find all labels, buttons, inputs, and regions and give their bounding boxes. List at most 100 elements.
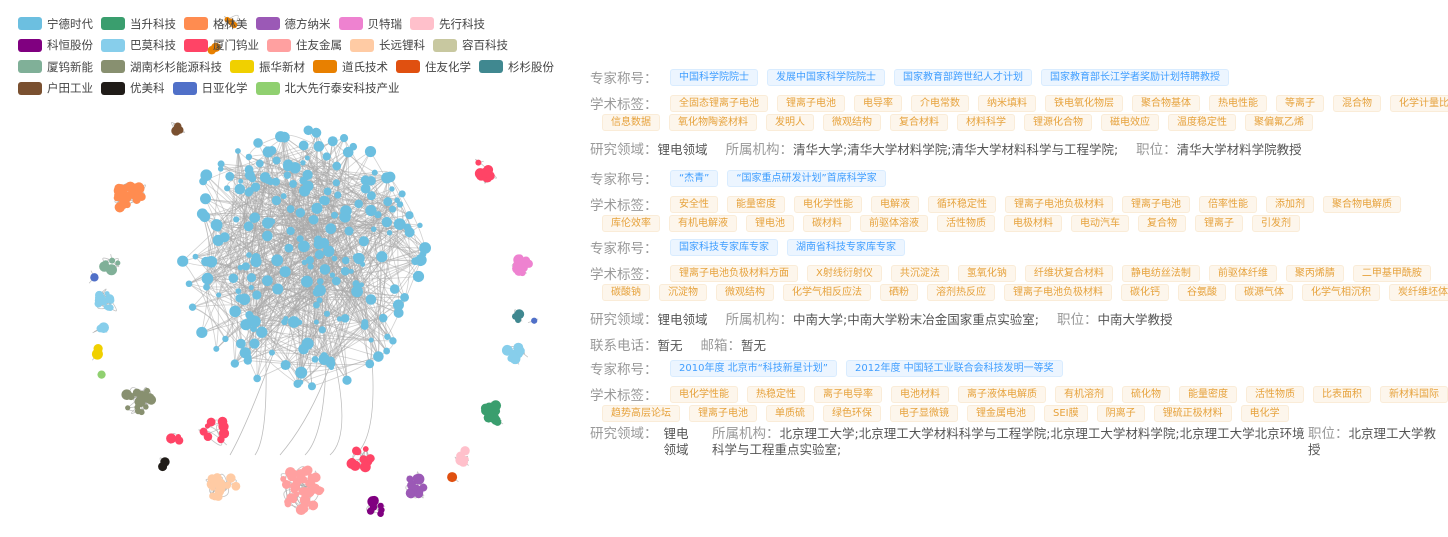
academic-tag[interactable]: 能量密度: [1179, 385, 1237, 403]
graph-node[interactable]: [298, 240, 310, 253]
academic-tag[interactable]: 离子液体电解质: [958, 385, 1046, 403]
graph-node[interactable]: [246, 252, 252, 258]
title-tag[interactable]: 国家教育部跨世纪人才计划: [894, 68, 1032, 86]
graph-node[interactable]: [381, 172, 393, 184]
graph-node[interactable]: [280, 476, 287, 483]
graph-node[interactable]: [348, 268, 354, 274]
graph-node[interactable]: [302, 180, 314, 192]
academic-tag[interactable]: 电子显微镜: [890, 404, 958, 422]
graph-node[interactable]: [334, 191, 342, 199]
graph-node[interactable]: [268, 218, 276, 226]
graph-node[interactable]: [262, 230, 273, 242]
academic-tag[interactable]: 微观结构: [716, 283, 774, 301]
legend-item[interactable]: 贝特瑞: [338, 16, 402, 32]
graph-node[interactable]: [327, 136, 338, 147]
graph-node[interactable]: [323, 310, 331, 317]
title-tag[interactable]: 发展中国家科学院院士: [767, 68, 885, 86]
graph-node[interactable]: [262, 275, 273, 287]
graph-node[interactable]: [366, 175, 376, 186]
graph-node[interactable]: [206, 417, 216, 427]
graph-node[interactable]: [207, 46, 217, 55]
graph-node[interactable]: [234, 183, 246, 195]
academic-tag[interactable]: 聚丙烯腈: [1285, 264, 1344, 282]
graph-node[interactable]: [196, 326, 208, 339]
graph-node[interactable]: [271, 254, 284, 267]
academic-tag[interactable]: 全固态锂离子电池: [670, 94, 768, 112]
academic-tag[interactable]: 聚合物基体: [1132, 94, 1200, 112]
legend-item[interactable]: 容百科技: [433, 37, 508, 53]
graph-node[interactable]: [416, 488, 424, 496]
graph-node[interactable]: [407, 480, 416, 490]
academic-tag[interactable]: X射线衍射仪: [807, 264, 882, 282]
graph-node[interactable]: [339, 134, 349, 143]
graph-node[interactable]: [327, 356, 335, 365]
graph-node[interactable]: [331, 255, 338, 262]
graph-node[interactable]: [217, 160, 225, 168]
academic-tag[interactable]: 安全性: [670, 195, 718, 213]
graph-node[interactable]: [419, 242, 432, 254]
graph-node[interactable]: [376, 251, 388, 263]
legend-item[interactable]: 日亚化学: [172, 80, 248, 96]
graph-node[interactable]: [158, 462, 168, 472]
graph-node[interactable]: [352, 253, 362, 262]
graph-node[interactable]: [142, 392, 149, 399]
graph-node[interactable]: [389, 337, 397, 345]
graph-node[interactable]: [272, 156, 281, 165]
graph-node[interactable]: [235, 294, 244, 303]
academic-tag[interactable]: SEI膜: [1044, 404, 1088, 422]
graph-node[interactable]: [177, 255, 189, 267]
academic-tag[interactable]: 阴离子: [1096, 404, 1145, 422]
graph-node[interactable]: [244, 353, 252, 362]
academic-tag[interactable]: 前驱体纤维: [1208, 264, 1277, 282]
graph-node[interactable]: [315, 474, 321, 480]
graph-node[interactable]: [516, 254, 524, 262]
graph-node[interactable]: [521, 256, 531, 265]
academic-tag[interactable]: 纳米填料: [978, 94, 1036, 112]
graph-node[interactable]: [370, 226, 377, 232]
graph-node[interactable]: [248, 284, 254, 291]
graph-node[interactable]: [371, 169, 378, 176]
graph-node[interactable]: [340, 266, 350, 276]
title-tag[interactable]: “杰青”: [670, 169, 719, 187]
graph-node[interactable]: [225, 171, 235, 181]
graph-node[interactable]: [378, 313, 388, 323]
graph-node[interactable]: [134, 407, 142, 415]
graph-node[interactable]: [228, 273, 239, 284]
graph-node[interactable]: [313, 319, 319, 325]
legend-item[interactable]: 科恒股份: [18, 37, 93, 53]
academic-tag[interactable]: 材料科学: [957, 113, 1015, 131]
graph-node[interactable]: [249, 338, 260, 349]
graph-node[interactable]: [365, 204, 377, 217]
graph-node[interactable]: [300, 505, 309, 513]
graph-node[interactable]: [283, 171, 291, 179]
graph-node[interactable]: [272, 283, 284, 295]
graph-node[interactable]: [109, 257, 116, 264]
academic-tag[interactable]: 聚偏氟乙烯: [1245, 113, 1313, 131]
graph-node[interactable]: [237, 264, 244, 271]
graph-node[interactable]: [358, 236, 369, 247]
academic-tag[interactable]: 碳材料: [803, 214, 851, 232]
graph-node[interactable]: [309, 500, 319, 510]
graph-node[interactable]: [105, 264, 117, 276]
academic-tag[interactable]: 电极材料: [1004, 214, 1062, 232]
academic-tag[interactable]: 有机溶剂: [1055, 385, 1113, 403]
graph-node[interactable]: [298, 140, 309, 151]
graph-node[interactable]: [308, 480, 316, 488]
legend-item[interactable]: 道氏技术: [313, 59, 388, 75]
graph-node[interactable]: [226, 473, 236, 483]
graph-node[interactable]: [342, 146, 354, 158]
graph-node[interactable]: [95, 290, 104, 300]
title-tag[interactable]: 2012年度 中国轻工业联合会科技发明一等奖: [846, 359, 1063, 377]
graph-node[interactable]: [460, 446, 470, 456]
graph-node[interactable]: [243, 221, 254, 232]
graph-node[interactable]: [511, 313, 519, 320]
graph-node[interactable]: [240, 319, 252, 331]
graph-node[interactable]: [205, 255, 218, 268]
academic-tag[interactable]: 碳化钙: [1121, 283, 1169, 301]
graph-node[interactable]: [358, 282, 364, 288]
graph-node[interactable]: [100, 298, 108, 306]
graph-node[interactable]: [400, 292, 409, 302]
graph-node[interactable]: [521, 264, 527, 271]
graph-node[interactable]: [213, 345, 220, 352]
graph-node[interactable]: [508, 349, 517, 358]
